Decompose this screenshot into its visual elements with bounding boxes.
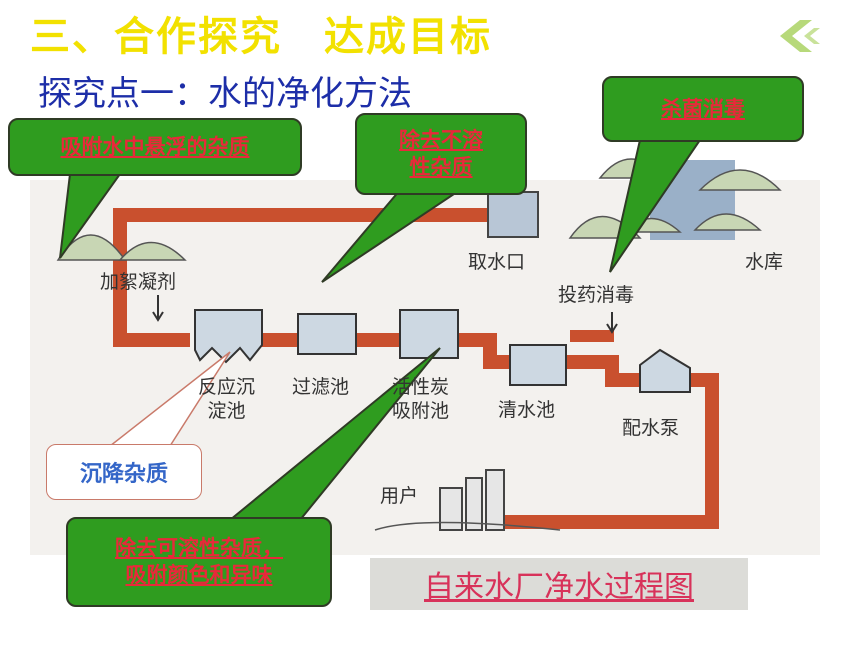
label-disinfectant: 投药消毒	[558, 284, 635, 306]
label-water-intake: 取水口	[468, 251, 526, 273]
label-filter: 过滤池	[292, 376, 350, 398]
water-intake	[487, 191, 539, 238]
label-clear-water: 清水池	[498, 399, 556, 421]
callout-remove-insoluble: 除去不溶性杂质	[355, 113, 527, 195]
label-reservoir: 水库	[745, 251, 784, 273]
slide-subtitle: 探究点一：水的净化方法	[38, 74, 412, 114]
sedimentation-tank	[194, 309, 263, 364]
callout-remove-soluble: 除去可溶性杂质，吸附颜色和异味	[66, 517, 332, 607]
label-users: 用户	[380, 485, 419, 507]
user-buildings	[439, 469, 505, 531]
callout-sediment: 沉降杂质	[46, 444, 202, 500]
filter-tank	[297, 313, 357, 355]
callout-adsorb-suspended: 吸附水中悬浮的杂质	[8, 118, 302, 176]
label-carbon: 活性炭 吸附池	[392, 376, 450, 422]
clear-water-tank	[509, 344, 567, 386]
chevron-left-icon[interactable]	[770, 14, 822, 58]
pump-house	[639, 348, 691, 393]
slide-title: 三、合作探究 达成目标	[30, 14, 492, 60]
callout-sterilize: 杀菌消毒	[602, 76, 804, 142]
label-coagulant: 加絮凝剂	[100, 271, 177, 293]
label-sedimentation: 反应沉 淀池	[198, 376, 256, 422]
water-pipe	[113, 208, 719, 529]
label-pump: 配水泵	[622, 417, 680, 439]
carbon-tank	[399, 309, 459, 359]
diagram-caption: 自来水厂净水过程图	[370, 558, 748, 610]
